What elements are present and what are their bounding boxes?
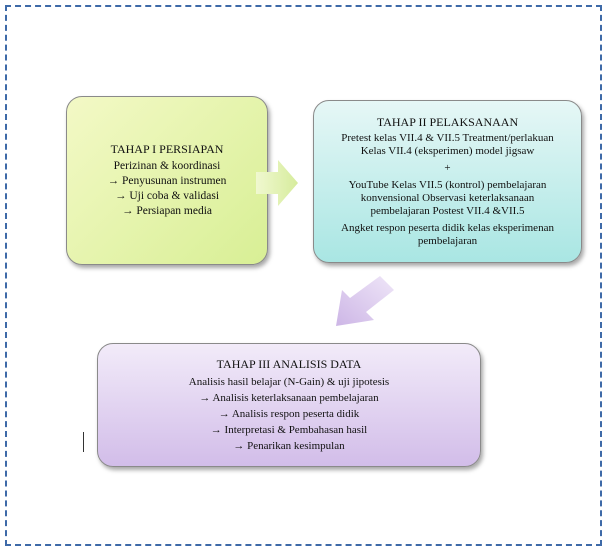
right-arrow-icon: [256, 160, 298, 206]
stage3-line: → Penarikan kesimpulan: [233, 440, 345, 452]
down-left-arrow-icon: [336, 276, 394, 326]
stage1-box: TAHAP I PERSIAPAN Perizinan & koordinasi…: [66, 96, 268, 265]
stage2-line: konvensional Observasi keterlaksanaan: [360, 191, 535, 204]
stage3-title: TAHAP III ANALISIS DATA: [216, 357, 362, 371]
stage2-line: Angket respon peserta didik kelas eksper…: [341, 221, 554, 234]
stage3-box: TAHAP III ANALISIS DATA Analisis hasil b…: [97, 343, 481, 467]
stage3-line: → Analisis respon peserta didik: [218, 408, 360, 420]
stage2-line: pembelajaran Postest VII.4 &VII.5: [370, 204, 525, 217]
stage2-box: TAHAP II PELAKSANAAN Pretest kelas VII.4…: [313, 100, 582, 263]
stage3-line: → Analisis keterlaksanaan pembelajaran: [199, 392, 379, 404]
stage1-line: → Penyusunan instrumen: [107, 175, 227, 187]
stage1-line: → Persiapan media: [121, 205, 213, 217]
stage2-line: Kelas VII.4 (eksperimen) model jigsaw: [360, 144, 535, 157]
stage2-title: TAHAP II PELAKSANAAN: [376, 114, 519, 129]
stage1-title: TAHAP I PERSIAPAN: [110, 142, 224, 156]
stage1-line: Perizinan & koordinasi: [113, 160, 221, 172]
stage2-line: +: [444, 161, 451, 174]
stage3-line: → Interpretasi & Pembahasan hasil: [210, 424, 368, 436]
stage3-line: Analisis hasil belajar (N-Gain) & uji ji…: [188, 376, 390, 388]
dashed-frame: [5, 5, 602, 546]
stage2-line: Pretest kelas VII.4 & VII.5 Treatment/pe…: [341, 131, 554, 144]
stage1-line: → Uji coba & validasi: [114, 190, 220, 202]
text-cursor: [83, 432, 84, 452]
stage2-line: pembelajaran: [417, 234, 478, 247]
stage2-line: YouTube Kelas VII.5 (kontrol) pembelajar…: [348, 178, 547, 191]
